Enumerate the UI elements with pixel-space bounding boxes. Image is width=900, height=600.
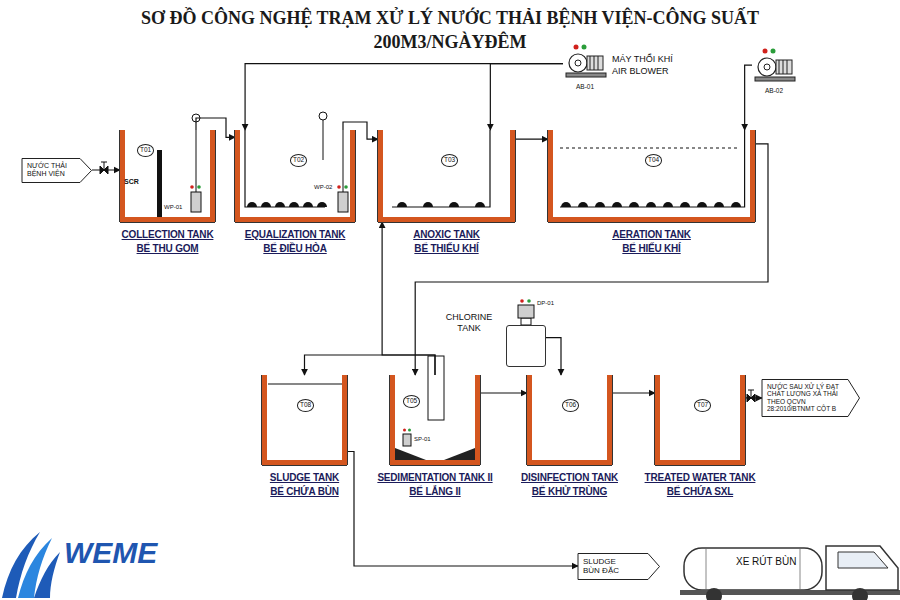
- sludge-hopper: [395, 448, 426, 460]
- tank-heading: BỂ CHỨA BÙN: [270, 486, 339, 498]
- tank-code: T08: [297, 399, 314, 412]
- pump-symbol: [190, 130, 201, 212]
- tank-code: T07: [694, 399, 711, 412]
- chemical-tank: CHLORINE TANK: [506, 325, 546, 367]
- pipe-connector: [480, 392, 527, 393]
- sludge-truck: [680, 546, 900, 600]
- input-arrow: NƯỚC THẢI BỆNH VIỆN: [22, 158, 92, 183]
- dosing-pump: [518, 299, 534, 325]
- tank-heading: AERATION TANK: [612, 229, 691, 241]
- pipe-connector: [612, 392, 655, 393]
- tank-heading: ANOXIC TANK: [413, 229, 480, 241]
- tank: T05SEDIMENTATION TANK IIBỂ LẮNG II: [390, 375, 480, 465]
- screen-bar: [157, 150, 162, 217]
- tank-heading: CHLORINE TANK: [437, 312, 501, 334]
- air-blower-icon: [566, 45, 606, 78]
- tank-heading: EQUALIZATION TANK: [245, 229, 346, 241]
- pipe-connector: [490, 64, 563, 130]
- arrow-text: SLUDGE: [583, 557, 646, 566]
- tank-heading: BỂ CHỨA SXL: [667, 486, 733, 498]
- tank-code: T01: [137, 144, 154, 157]
- tank-heading: COLLECTION TANK: [122, 229, 214, 241]
- air-blower: AB-01: [563, 42, 607, 90]
- tank: T02EQUALIZATION TANKBỂ ĐIỀU HÒA: [235, 130, 355, 222]
- center-well: [428, 356, 444, 420]
- pipe-connector: [745, 65, 752, 130]
- arrow-text: NƯỚC THẢI BỆNH VIỆN: [27, 162, 78, 178]
- pipe-connector: [92, 169, 120, 170]
- pipe-connector: [343, 122, 378, 139]
- tank: T07TREATED WATER TANKBỂ CHỨA SXL: [655, 375, 745, 465]
- tank-code: T05: [403, 395, 420, 408]
- equipment-label: SCR: [124, 178, 139, 186]
- output-arrow: NƯỚC SAU XỬ LÝ ĐẠT CHẤT LƯỢNG XẢ THẢI TH…: [762, 379, 860, 417]
- pipe-connector: [196, 118, 235, 137]
- pipe-connector: [305, 355, 436, 375]
- equipment-label: DP-01: [537, 300, 554, 307]
- sludge-hopper: [444, 448, 475, 460]
- tank-heading: TREATED WATER TANK: [645, 472, 756, 484]
- tank-heading: BỂ THU GOM: [137, 243, 199, 255]
- tank-code: T04: [645, 154, 662, 167]
- tank-code: T06: [562, 399, 579, 412]
- equipment-label: MÁY THỔI KHÍ: [612, 55, 673, 65]
- equipment-tag: AB-02: [765, 87, 783, 94]
- arrow-text: BÙN ĐẶC: [583, 566, 646, 575]
- truck-label: XE RÚT BÙN: [680, 540, 900, 596]
- equipment-label: AIR BLOWER: [612, 67, 669, 77]
- arrow-text: NƯỚC SAU XỬ LÝ ĐẠT CHẤT LƯỢNG XẢ THẢI TH…: [767, 383, 846, 413]
- pipe-connector: [415, 144, 768, 375]
- air-blower: AB-02: [752, 46, 796, 94]
- air-blower-icon: [755, 49, 795, 82]
- tank-heading: BỂ KHỬ TRÙNG: [532, 486, 607, 498]
- equipment-label: WP-01: [164, 204, 182, 211]
- tank-code: T03: [441, 154, 458, 167]
- pipe-connector: [245, 64, 563, 130]
- equipment-label: SP-01: [414, 436, 431, 443]
- tank-heading: DISINFECTION TANK: [521, 472, 618, 484]
- output-arrow: SLUDGEBÙN ĐẶC: [578, 553, 660, 580]
- tank: T03ANOXIC TANKBỂ THIẾU KHÍ: [378, 130, 515, 222]
- diagram-title: SƠ ĐỒ CÔNG NGHỆ TRẠM XỬ LÝ NƯỚC THẢI BỆN…: [80, 6, 820, 55]
- tank: T08SLUDGE TANKBỂ CHỨA BÙN: [262, 375, 347, 465]
- tank: T04AERATION TANKBỂ HIẾU KHÍ: [548, 130, 755, 222]
- pump-symbol: [337, 130, 348, 212]
- pipe-connector: [515, 139, 548, 140]
- instrument-circle: [319, 112, 327, 120]
- pipe-connector: [745, 397, 762, 398]
- tank: T06DISINFECTION TANKBỂ KHỬ TRÙNG: [527, 375, 612, 465]
- pipe-connector: [546, 338, 561, 375]
- tank-heading: SEDIMENTATION TANK II: [377, 472, 492, 484]
- logo-mark: [2, 532, 60, 598]
- level-probe: [323, 120, 324, 160]
- tank-heading: BỂ THIẾU KHÍ: [414, 243, 478, 255]
- equipment-tag: AB-01: [576, 83, 594, 90]
- pump-symbol: [403, 429, 411, 447]
- tank-heading: BỂ ĐIỀU HÒA: [263, 243, 326, 255]
- logo-text: WEME: [64, 536, 157, 569]
- air-header: [245, 130, 745, 384]
- diffuser-row: [247, 202, 741, 207]
- tank-heading: BỂ LẮNG II: [409, 486, 460, 498]
- truck-text: XE RÚT BÙN: [736, 556, 796, 567]
- tank-code: T02: [290, 154, 307, 167]
- tank-heading: BỂ HIẾU KHÍ: [622, 243, 680, 255]
- tank-heading: SLUDGE TANK: [270, 472, 339, 484]
- equipment-label: WP-02: [314, 184, 332, 191]
- pipe-connector: [347, 452, 578, 567]
